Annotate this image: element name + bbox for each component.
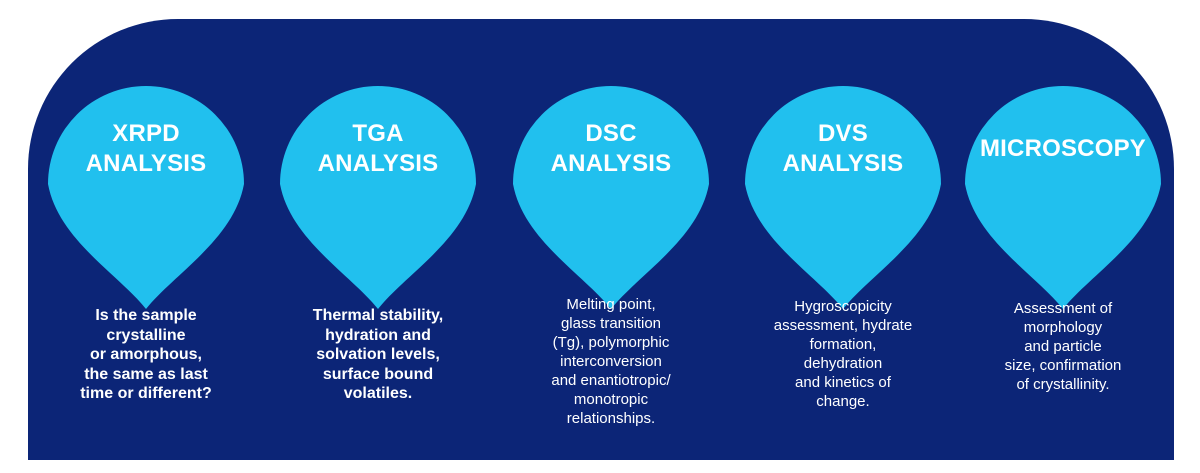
- map-pin-shape: [513, 86, 709, 309]
- map-pin-shape: [965, 86, 1161, 309]
- tga-title: TGA ANALYSIS: [317, 120, 439, 177]
- microscopy-pin: MICROSCOPY: [963, 74, 1163, 309]
- tga-description: Thermal stability, hydration and solvati…: [312, 307, 444, 402]
- map-pin-shape: [48, 86, 244, 309]
- dsc-title: DSC ANALYSIS: [550, 120, 672, 177]
- dsc-description: Melting point, glass transition (Tg), po…: [551, 296, 671, 427]
- dsc-column: DSC ANALYSIS Melting point, glass transi…: [511, 19, 711, 460]
- microscopy-column: MICROSCOPY Assessment of morphology and …: [963, 19, 1163, 460]
- map-pin-shape: [280, 86, 476, 309]
- xrpd-title: XRPD ANALYSIS: [85, 120, 207, 177]
- tga-pin: TGA ANALYSIS: [278, 74, 478, 309]
- xrpd-description: Is the sample crystalline or amorphous, …: [80, 307, 212, 402]
- dsc-pin: DSC ANALYSIS: [511, 74, 711, 309]
- dvs-column: DVS ANALYSIS Hygroscopicity assessment, …: [743, 19, 943, 460]
- microscopy-title: MICROSCOPY: [979, 135, 1146, 162]
- microscopy-description: Assessment of morphology and particle si…: [1004, 300, 1122, 393]
- xrpd-pin: XRPD ANALYSIS: [46, 74, 246, 309]
- info-panel: XRPD ANALYSIS Is the sample crystalline …: [28, 19, 1174, 460]
- dvs-description: Hygroscopicity assessment, hydrate forma…: [773, 298, 913, 410]
- dvs-pin: DVS ANALYSIS: [743, 74, 943, 309]
- dvs-title: DVS ANALYSIS: [782, 120, 904, 177]
- xrpd-column: XRPD ANALYSIS Is the sample crystalline …: [46, 19, 246, 460]
- tga-column: TGA ANALYSIS Thermal stability, hydratio…: [278, 19, 478, 460]
- map-pin-shape: [745, 86, 941, 309]
